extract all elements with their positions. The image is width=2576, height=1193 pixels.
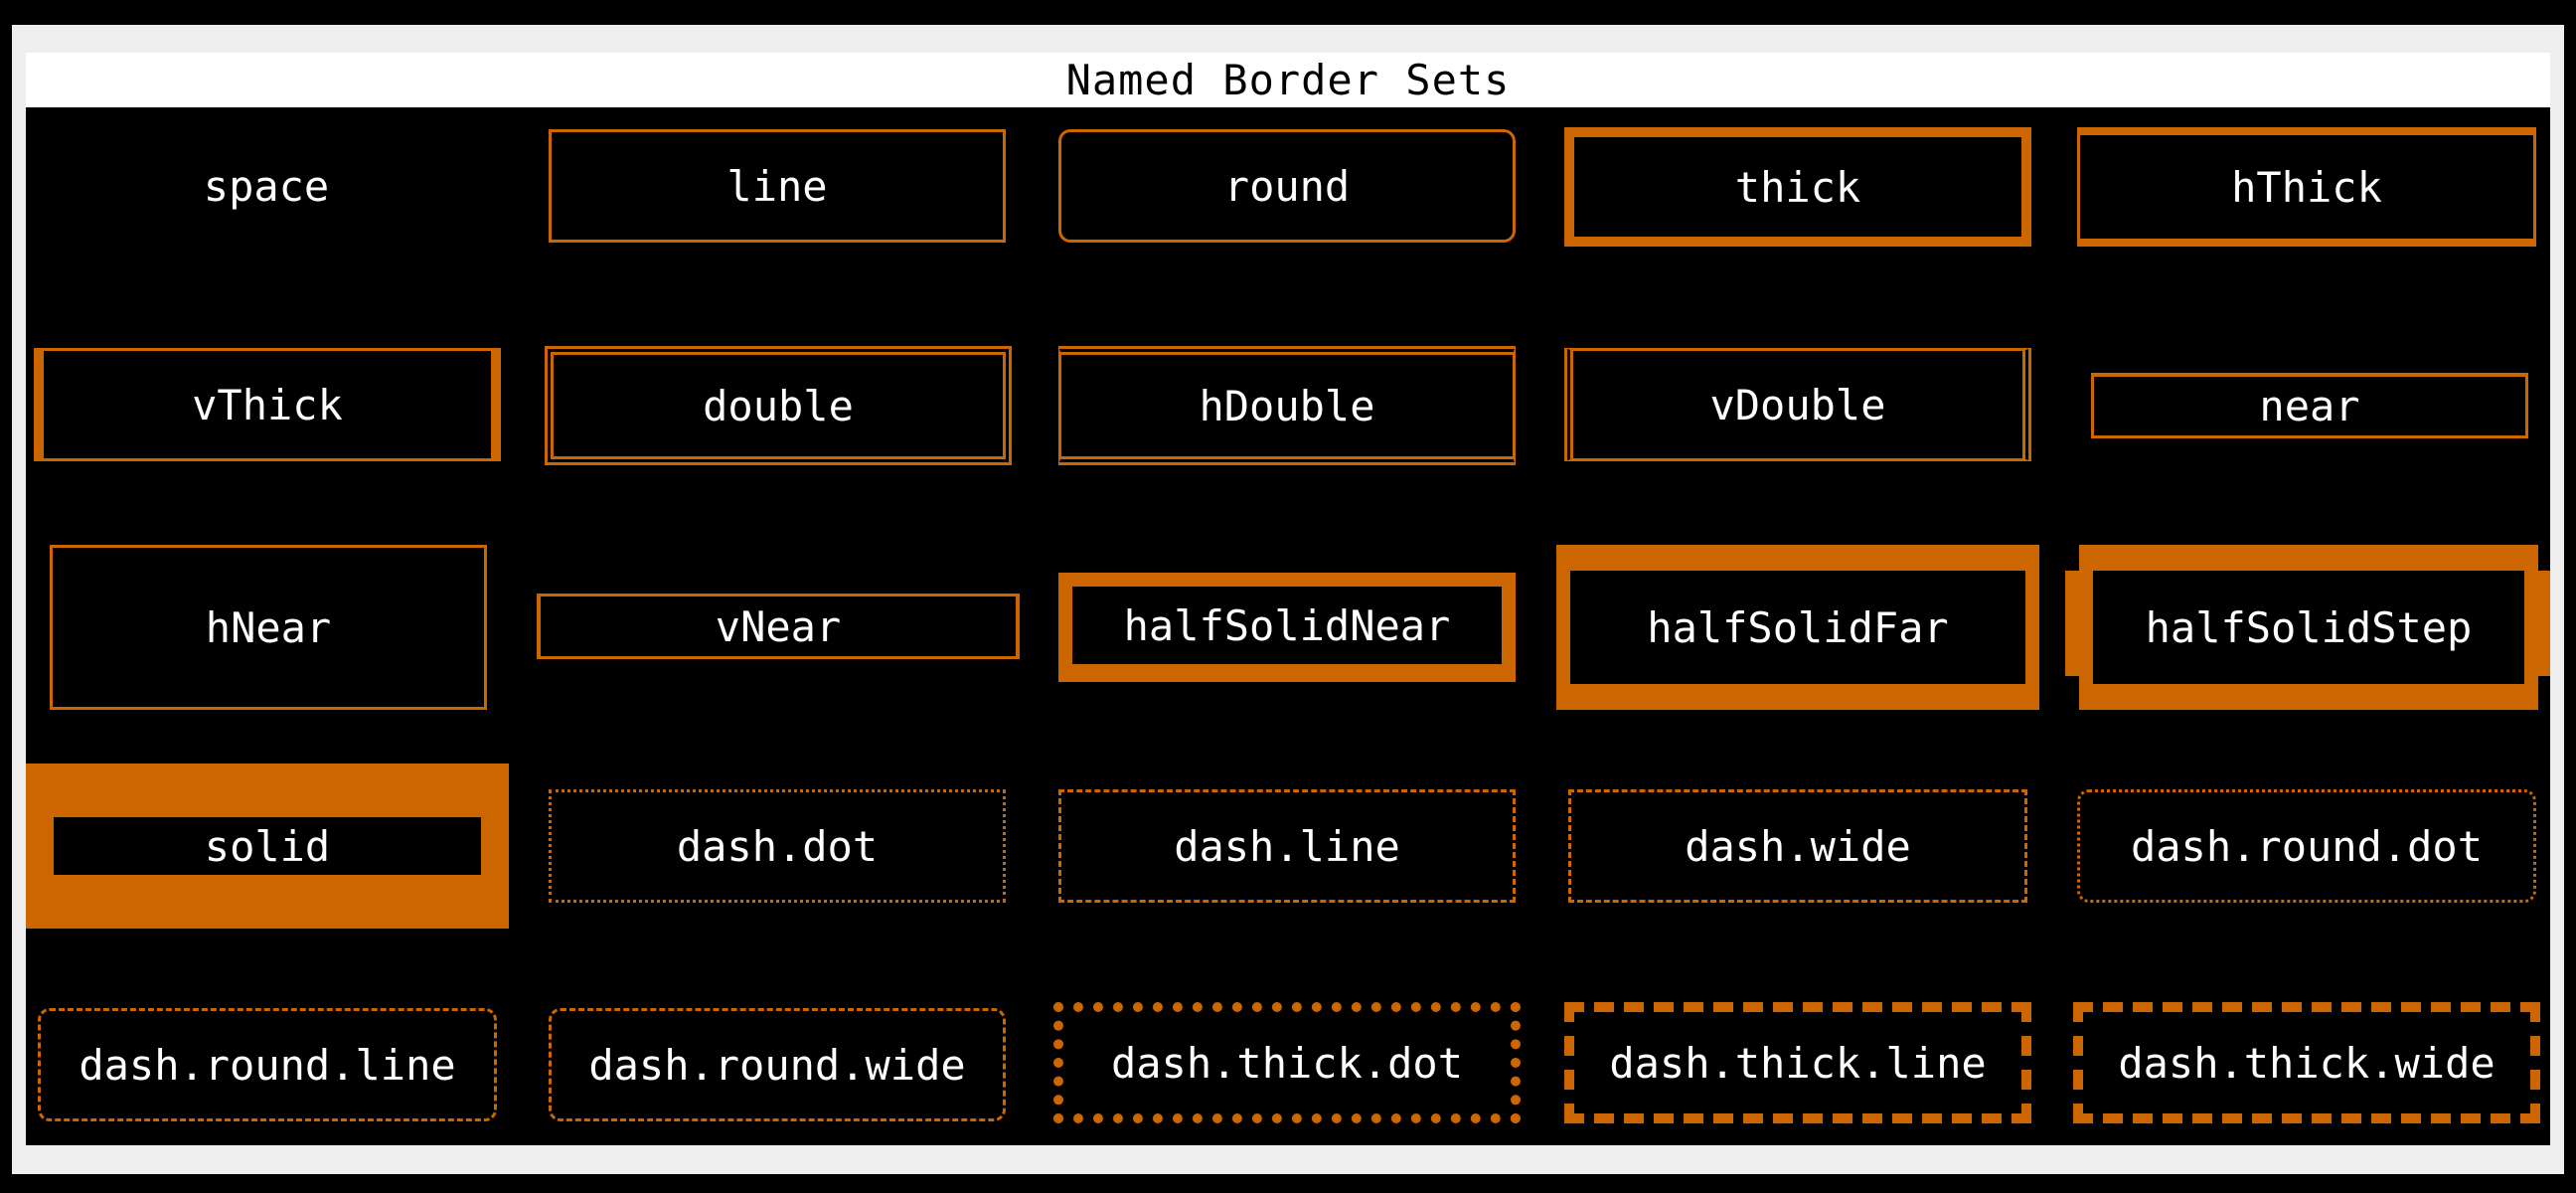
border-grid: space line round thick hThick vThick dou… <box>26 107 2550 1145</box>
border-sample-halfsolidnear: halfSolidNear <box>1058 573 1516 682</box>
border-sample-near: near <box>2091 373 2528 438</box>
border-sample-vnear: vNear <box>537 594 1020 659</box>
border-sample-halfsolidstep: halfSolidStep <box>2079 545 2538 710</box>
border-sample-dash-thick-dot: dash.thick.dot <box>1053 1002 1521 1123</box>
halfsolidstep-right-stub <box>2538 571 2550 676</box>
border-sample-vdouble: vDouble <box>1564 348 2031 461</box>
border-sample-halfsolidfar: halfSolidFar <box>1556 545 2039 710</box>
border-sample-dash-round-line: dash.round.line <box>38 1008 497 1121</box>
border-sample-double: double <box>545 346 1012 465</box>
border-sample-space: space <box>203 161 330 211</box>
border-sample-dash-wide: dash.wide <box>1568 789 2027 903</box>
border-sample-hdouble: hDouble <box>1058 346 1516 465</box>
border-sample-dash-round-dot: dash.round.dot <box>2077 789 2536 903</box>
border-sample-vthick: vThick <box>34 348 501 461</box>
border-sample-dash-round-wide: dash.round.wide <box>549 1008 1006 1121</box>
border-sample-round: round <box>1058 129 1516 243</box>
halfsolidstep-left-stub <box>2065 571 2079 676</box>
border-sample-hnear: hNear <box>50 545 487 710</box>
border-sample-line: line <box>549 129 1006 243</box>
border-sample-hthick: hThick <box>2077 127 2536 247</box>
border-sample-dash-thick-wide: dash.thick.wide <box>2073 1002 2540 1123</box>
border-sample-dash-line: dash.line <box>1058 789 1516 903</box>
border-sample-dash-dot: dash.dot <box>549 789 1006 903</box>
border-sample-thick: thick <box>1564 127 2031 247</box>
window-title: Named Border Sets <box>26 53 2550 107</box>
border-sample-dash-thick-line: dash.thick.line <box>1564 1002 2031 1123</box>
border-sample-solid: solid <box>26 764 509 929</box>
